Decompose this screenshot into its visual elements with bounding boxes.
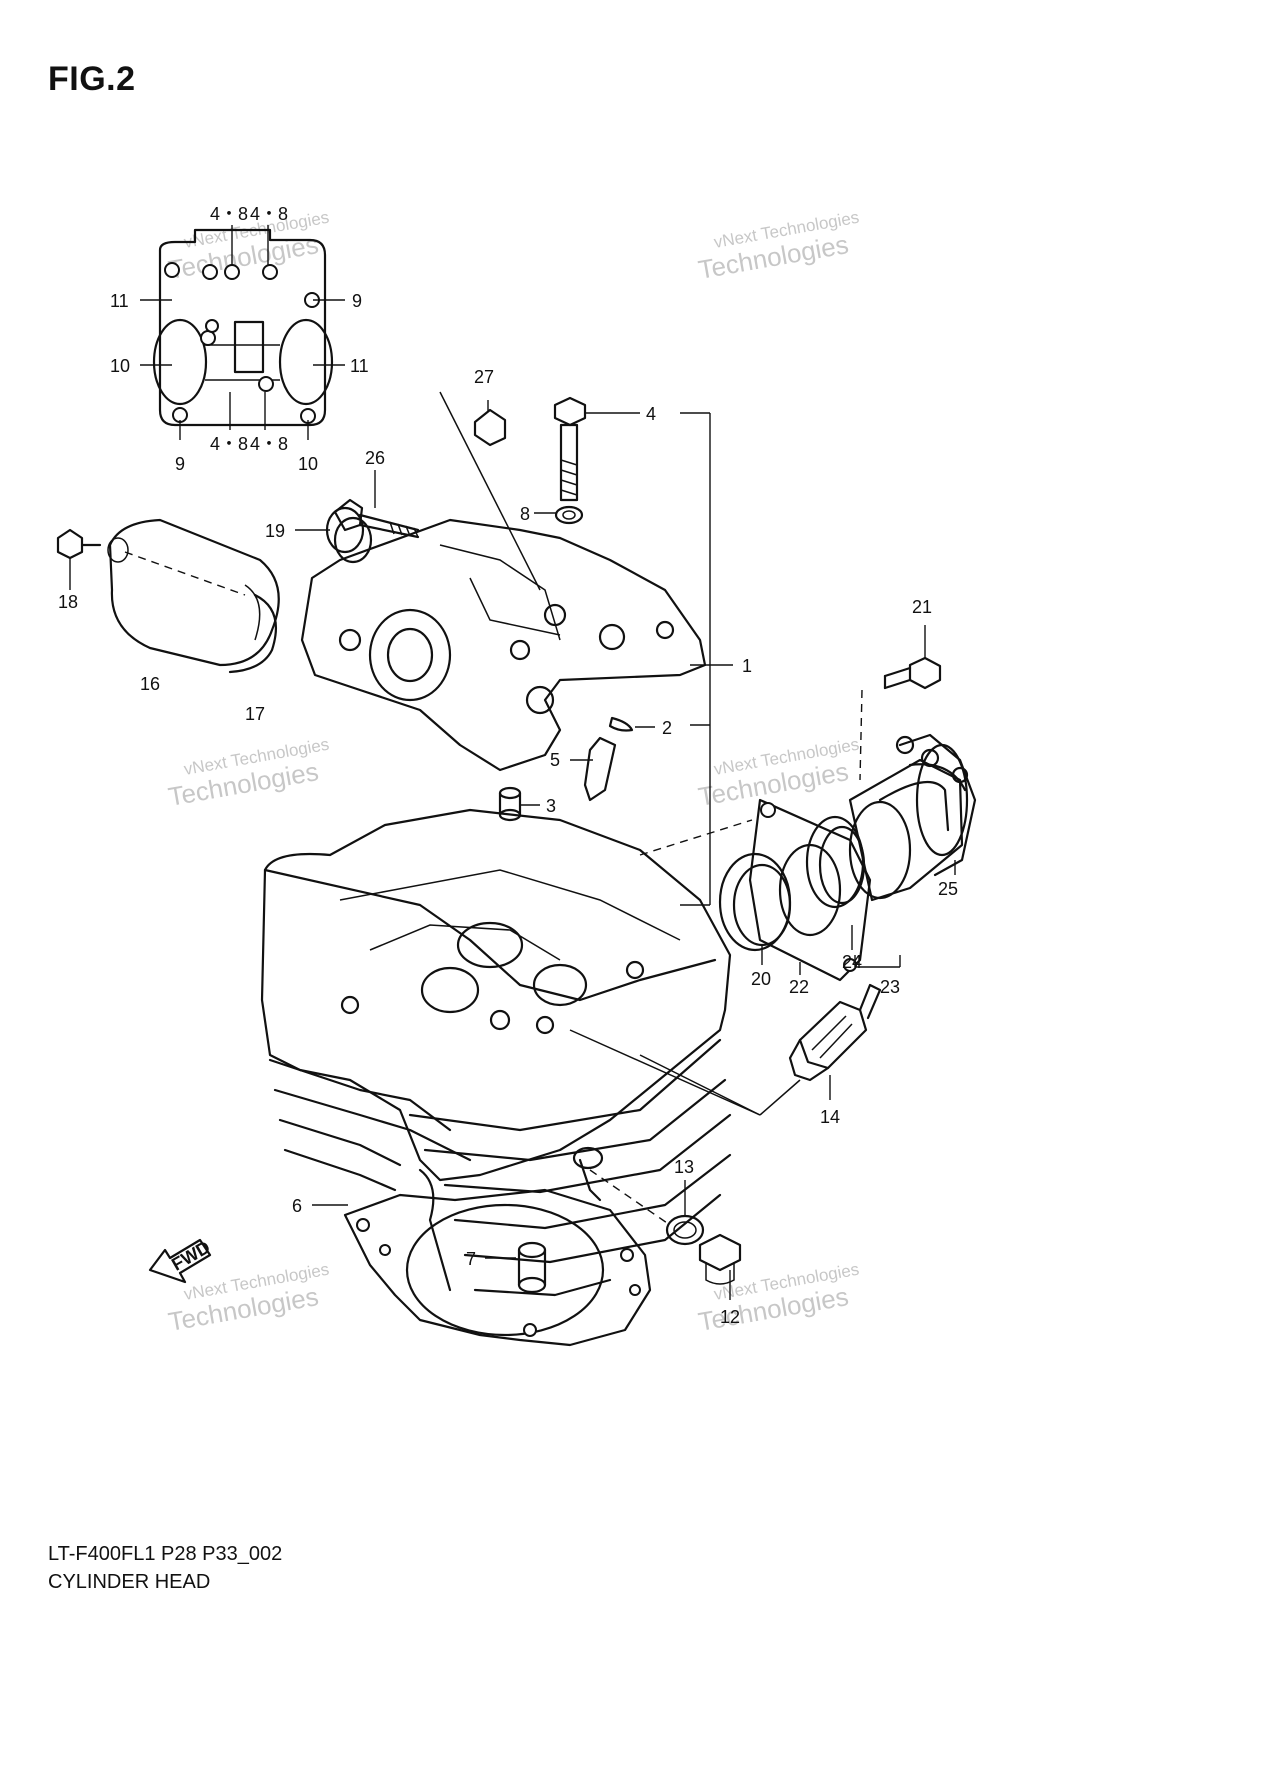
callout-6: 6 <box>292 1196 302 1216</box>
callout-5: 5 <box>550 750 560 770</box>
bracket-group-1 <box>439 391 733 906</box>
callout-11-right: 11 <box>350 356 369 376</box>
callout-9-top: 9 <box>352 291 362 311</box>
plug-13 <box>698 1233 742 1300</box>
bolt-26 <box>333 470 420 539</box>
model-code: LT-F400FL1 P28 P33_002 <box>48 1543 283 1565</box>
callout-20: 20 <box>751 969 771 989</box>
callout-1: 1 <box>742 656 752 676</box>
callout-8: 8 <box>520 504 530 524</box>
callout-labels: 4・8 4・8 11 9 10 11 4・8 4・8 9 10 27 4 26 … <box>58 204 958 1327</box>
callout-22: 22 <box>789 977 809 997</box>
callout-7: 7 <box>466 1249 476 1269</box>
fwd-label: FWD <box>168 1237 213 1275</box>
callout-4-8-top-left: 4・8 <box>210 204 248 224</box>
valve-guide-5 <box>570 736 617 802</box>
callout-9-bottom: 9 <box>175 454 185 474</box>
callout-24: 24 <box>842 952 862 972</box>
side-cover <box>56 518 280 674</box>
cap-nut-27 <box>473 400 507 447</box>
o-ring-14 <box>589 1169 705 1246</box>
callout-13: 12 <box>720 1307 740 1327</box>
callout-21: 21 <box>912 597 932 617</box>
callout-17: 17 <box>245 704 265 724</box>
spark-plug-15 <box>759 983 882 1116</box>
cylinder-head-cover <box>300 518 707 772</box>
callout-4-8-bottom-left: 4・8 <box>210 434 248 454</box>
callout-15: 14 <box>820 1107 840 1127</box>
dowel-7 <box>485 1241 547 1294</box>
callout-27: 27 <box>474 367 494 387</box>
section-name: CYLINDER HEAD <box>48 1571 211 1593</box>
bolt-layout-inset <box>140 225 345 440</box>
figure-footer: LT-F400FL1 P28 P33_002 CYLINDER HEAD <box>48 1540 282 1596</box>
callout-16: 16 <box>140 674 160 694</box>
callout-11-left: 10 <box>110 356 130 376</box>
intake-o-ring-20 <box>718 852 792 965</box>
fwd-arrow: FWD <box>148 1237 214 1284</box>
insulator-22 <box>639 798 872 982</box>
callout-14: 13 <box>674 1157 694 1177</box>
figure-title: FIG.2 <box>48 60 136 98</box>
cylinder-head <box>260 808 761 1297</box>
washer-8 <box>534 505 584 525</box>
callout-12: 11 <box>110 291 129 311</box>
callout-4: 4 <box>646 404 656 424</box>
callout-26: 26 <box>365 448 385 468</box>
seal-19 <box>295 506 373 564</box>
callout-23: 23 <box>880 977 900 997</box>
callout-2: 2 <box>662 718 672 738</box>
clamp-25 <box>898 733 977 877</box>
callout-18: 18 <box>58 592 78 612</box>
bolt-21 <box>859 625 942 781</box>
callout-25: 25 <box>938 879 958 899</box>
callout-3: 3 <box>546 796 556 816</box>
cylinder-head-gasket <box>312 1188 652 1347</box>
pin-2 <box>608 716 655 732</box>
bolt-4 <box>553 396 710 502</box>
intake-o-ring-24 <box>805 815 866 950</box>
callout-19: 19 <box>265 521 285 541</box>
callout-4-8-top-right: 4・8 <box>250 204 288 224</box>
callout-10: 10 <box>298 454 318 474</box>
callout-4-8-bottom-right: 4・8 <box>250 434 288 454</box>
